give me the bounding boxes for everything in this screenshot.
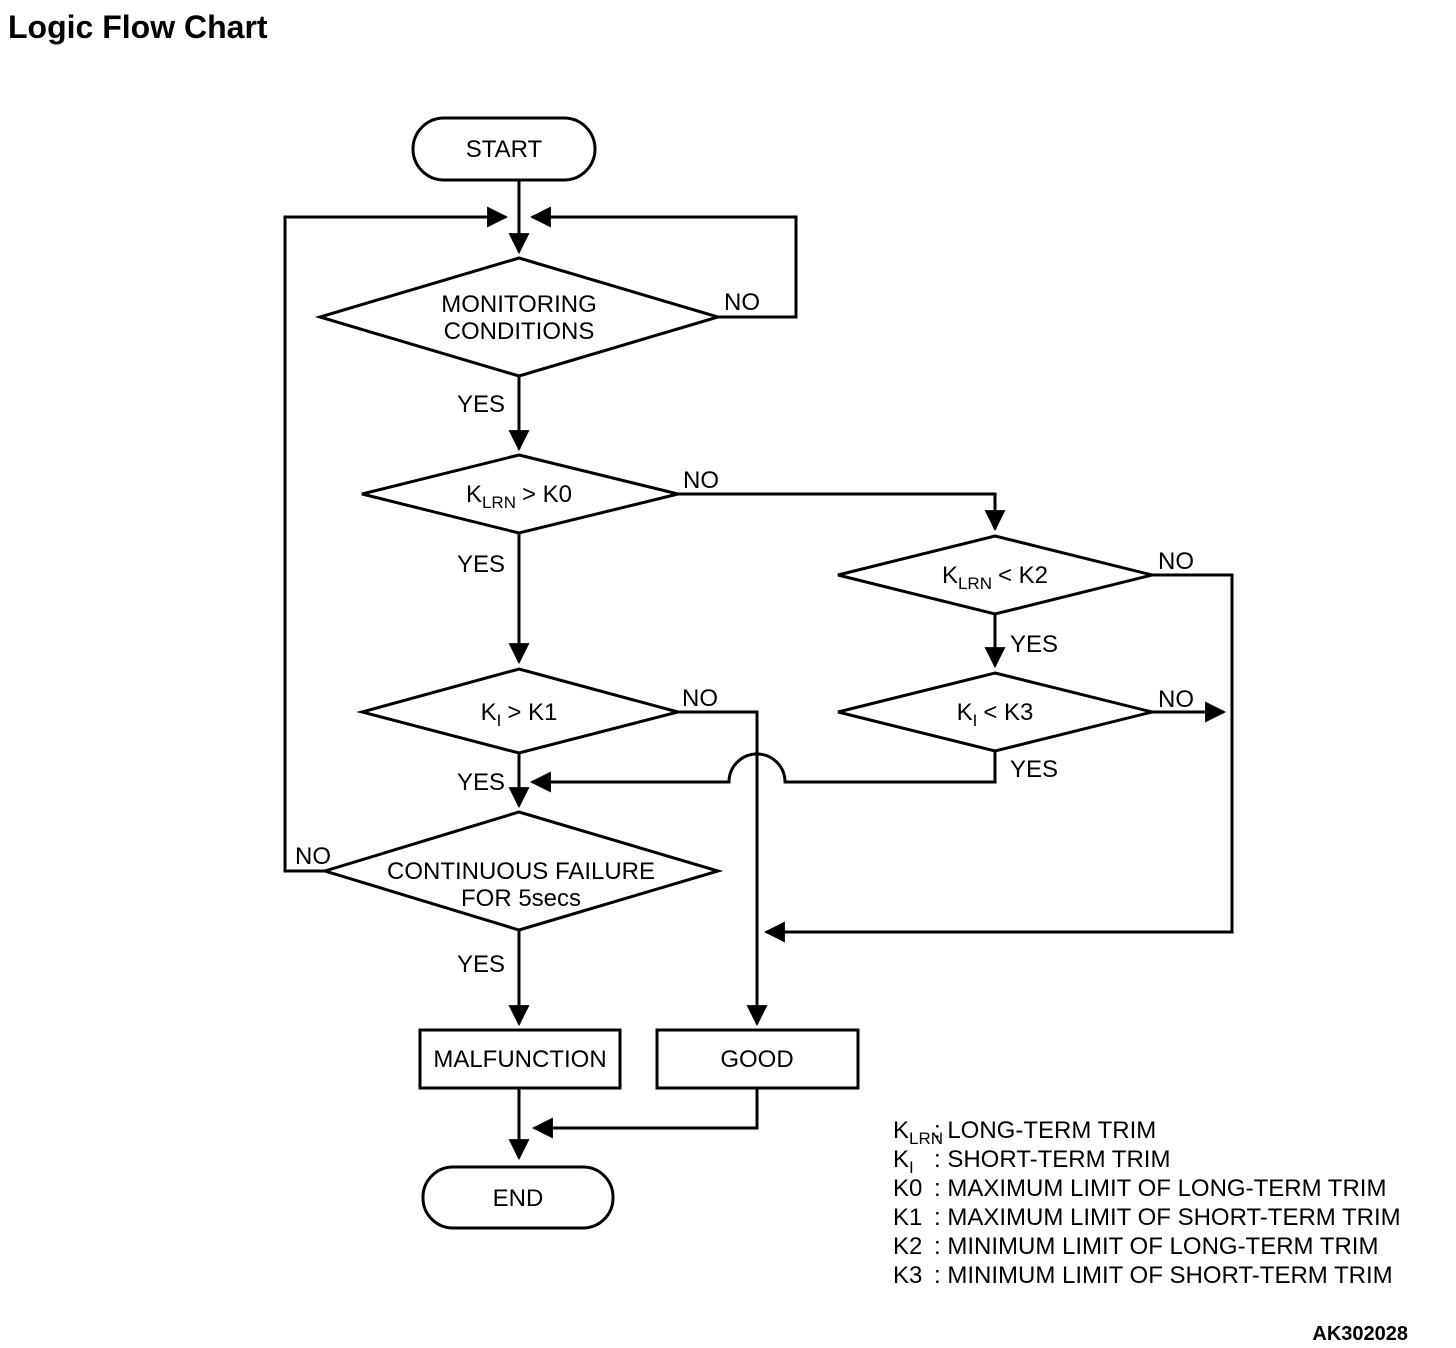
monitoring-yes-label: YES xyxy=(457,391,505,418)
continuous-failure-no-label: NO xyxy=(295,843,331,870)
klrn-k0-no-label: NO xyxy=(683,467,719,494)
figure-code: AK302028 xyxy=(1312,1323,1408,1345)
legend-row-k2: K2: MINIMUM LIMIT OF LONG-TERM TRIM xyxy=(893,1233,1378,1260)
legend-row-k1: K1: MAXIMUM LIMIT OF SHORT-TERM TRIM xyxy=(893,1204,1401,1231)
klrn-lt-k2-diamond xyxy=(837,534,1153,616)
ki-lt-k3-diamond xyxy=(837,671,1153,753)
node-good: GOOD xyxy=(655,1028,860,1090)
malfunction-process-shape xyxy=(418,1028,622,1090)
node-start: START xyxy=(411,116,597,182)
monitoring-conditions-label-line1: MONITORING xyxy=(441,291,597,318)
klrn-k2-yes-label: YES xyxy=(1010,631,1058,658)
ki-gt-k1-label: KI> K1 xyxy=(481,699,558,730)
monitoring-conditions-label-line2: CONDITIONS xyxy=(444,318,595,345)
ki-k3-yes-label: YES xyxy=(1010,756,1058,783)
end-label: END xyxy=(493,1185,544,1212)
klrn-k2-no-label: NO xyxy=(1158,548,1194,575)
node-malfunction: MALFUNCTION xyxy=(418,1028,622,1090)
legend-row-klrn: KLRN: LONG-TERM TRIM xyxy=(893,1117,1156,1148)
edge-klrn-k0-no xyxy=(678,492,1006,532)
node-end: END xyxy=(421,1165,615,1230)
edges xyxy=(283,180,1234,1161)
start-label: START xyxy=(466,136,543,163)
edge-good-to-end-merge xyxy=(531,1088,759,1139)
edge-continuous-failure-no-loop xyxy=(283,206,509,873)
page-title: Logic Flow Chart xyxy=(8,9,268,45)
klrn-k0-yes-label: YES xyxy=(457,551,505,578)
good-process-shape xyxy=(655,1028,860,1090)
legend: KLRN: LONG-TERM TRIM KI: SHORT-TERM TRIM… xyxy=(893,1117,1401,1289)
good-label: GOOD xyxy=(720,1046,793,1073)
monitoring-conditions-diamond xyxy=(314,256,724,378)
end-terminator-shape xyxy=(421,1165,615,1230)
node-klrn-gt-k0: KLRN> K0 xyxy=(361,453,679,535)
start-terminator-shape xyxy=(411,116,597,182)
klrn-gt-k0-diamond xyxy=(361,453,679,535)
continuous-failure-diamond xyxy=(319,810,724,932)
ki-lt-k3-label: KI< K3 xyxy=(957,699,1034,730)
ki-k3-no-label: NO xyxy=(1158,686,1194,713)
ki-gt-k1-diamond xyxy=(356,667,684,755)
node-ki-gt-k1: KI> K1 xyxy=(356,667,684,755)
continuous-failure-yes-label: YES xyxy=(457,951,505,978)
ki-k1-no-label: NO xyxy=(682,685,718,712)
legend-row-k3: K3: MINIMUM LIMIT OF SHORT-TERM TRIM xyxy=(893,1262,1393,1289)
continuous-failure-label-line2: FOR 5secs xyxy=(461,885,581,912)
branch-labels: NO YES NO YES NO YES NO YES NO YES NO YE… xyxy=(295,289,1194,978)
legend-row-ki: KI: SHORT-TERM TRIM xyxy=(893,1146,1170,1177)
node-klrn-lt-k2: KLRN< K2 xyxy=(837,534,1153,616)
klrn-lt-k2-label: KLRN< K2 xyxy=(942,562,1048,593)
edge-monitoring-no-loop xyxy=(529,206,798,319)
ki-k1-yes-label: YES xyxy=(457,769,505,796)
monitoring-no-label: NO xyxy=(724,289,760,316)
klrn-gt-k0-label: KLRN> K0 xyxy=(466,481,572,512)
node-continuous-failure: CONTINUOUS FAILURE FOR 5secs xyxy=(319,810,724,932)
legend-row-k0: K0: MAXIMUM LIMIT OF LONG-TERM TRIM xyxy=(893,1175,1386,1202)
edge-klrn-k2-no xyxy=(763,573,1234,943)
node-ki-lt-k3: KI< K3 xyxy=(837,671,1153,753)
node-monitoring-conditions: MONITORING CONDITIONS xyxy=(314,256,724,378)
malfunction-label: MALFUNCTION xyxy=(433,1046,606,1073)
continuous-failure-label-line1: CONTINUOUS FAILURE xyxy=(387,858,655,885)
edge-ki-k3-yes-hop xyxy=(529,751,997,793)
edge-ki-k1-no-to-good xyxy=(678,710,768,1027)
